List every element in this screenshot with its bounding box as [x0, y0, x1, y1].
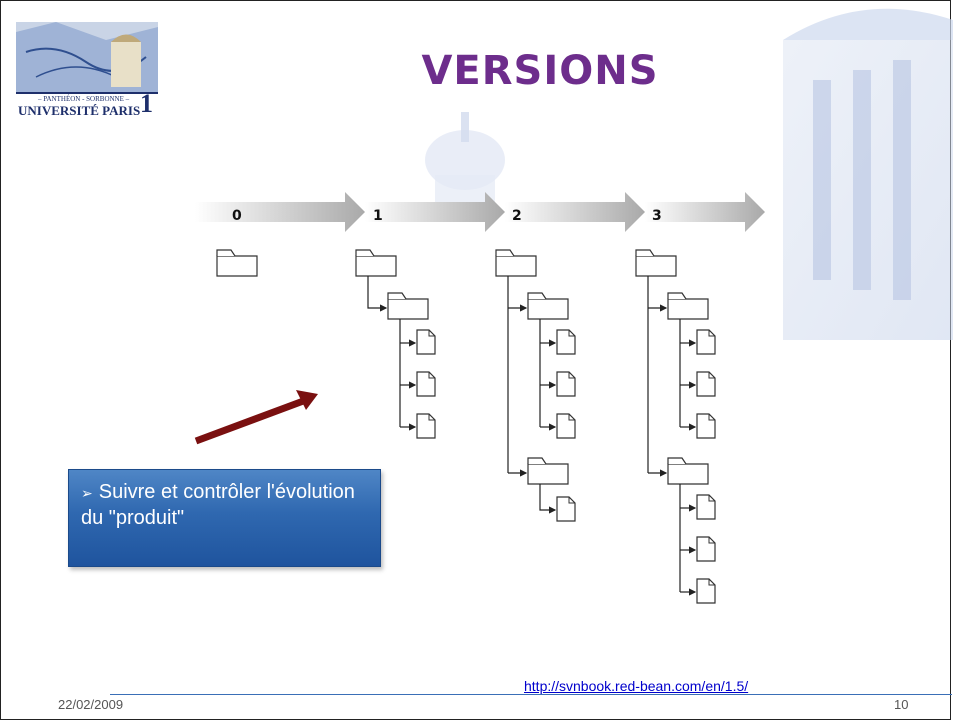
document-icon: [696, 536, 716, 562]
document-icon: [416, 371, 436, 397]
folder-icon: [216, 249, 258, 277]
logo-number: 1: [140, 89, 153, 118]
logo-subtitle: – PANTHÉON - SORBONNE –: [38, 95, 130, 103]
footer-divider: [110, 694, 952, 695]
callout-text: Suivre et contrôler l'évolution du "prod…: [81, 481, 355, 529]
page-number: 10: [894, 697, 909, 712]
folder-icon: [387, 292, 429, 320]
versions-diagram: 0 1 2 3: [195, 192, 765, 604]
logo-name: UNIVERSITÉ PARIS: [18, 103, 141, 118]
document-icon: [556, 329, 576, 355]
tree-version-2: [495, 249, 576, 522]
footer-link[interactable]: http://svnbook.red-bean.com/en/1.5/: [524, 678, 749, 694]
document-icon: [556, 496, 576, 522]
callout-box: ➢Suivre et contrôler l'évolution du "pro…: [68, 469, 381, 567]
document-icon: [696, 494, 716, 520]
document-icon: [696, 329, 716, 355]
folder-icon: [495, 249, 537, 277]
document-icon: [696, 413, 716, 439]
footer-date: 22/02/2009: [58, 697, 124, 712]
version-label-0: 0: [232, 208, 242, 224]
background-building-image: [783, 8, 953, 340]
tree-version-3: [635, 249, 716, 604]
version-label-2: 2: [512, 208, 522, 224]
pointer-arrow: [194, 390, 318, 445]
version-arrow-0: [195, 192, 365, 232]
document-icon: [556, 371, 576, 397]
version-arrow-2: [505, 192, 645, 232]
version-label-1: 1: [373, 208, 383, 224]
folder-icon: [667, 457, 709, 485]
version-arrow-1: [365, 192, 505, 232]
document-icon: [416, 329, 436, 355]
university-logo: [16, 22, 158, 132]
document-icon: [696, 371, 716, 397]
document-icon: [556, 413, 576, 439]
version-arrow-3: [645, 192, 765, 232]
tree-version-1: [355, 249, 436, 439]
folder-icon: [667, 292, 709, 320]
folder-icon: [355, 249, 397, 277]
document-icon: [696, 578, 716, 604]
slide-title: VERSIONS: [421, 48, 659, 94]
folder-icon: [527, 457, 569, 485]
version-label-3: 3: [652, 208, 662, 224]
bullet-arrow-icon: ➢: [81, 485, 93, 501]
folder-icon: [635, 249, 677, 277]
folder-icon: [527, 292, 569, 320]
document-icon: [416, 413, 436, 439]
